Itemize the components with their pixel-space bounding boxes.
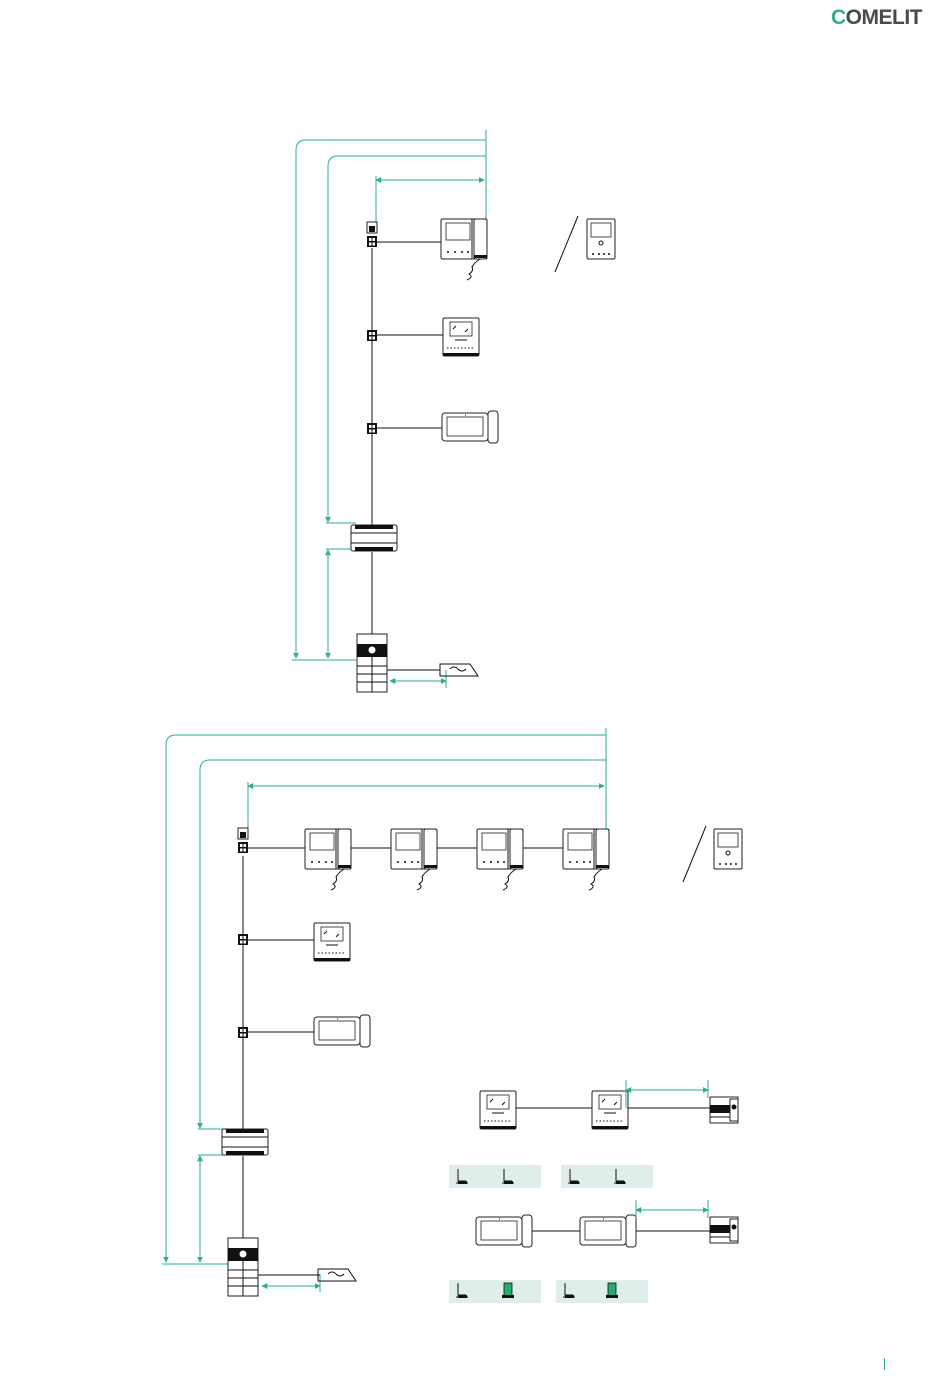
- touch-monitor: [314, 1015, 370, 1047]
- inset-touch: [449, 1200, 738, 1303]
- handset-monitor: [441, 219, 487, 280]
- inset-hands-free: [449, 1080, 738, 1188]
- mounting-option-box: [449, 1280, 541, 1303]
- entrance-panel: [228, 1238, 258, 1296]
- riser-connector: [367, 330, 377, 341]
- top-diagram: [292, 130, 615, 692]
- mounting-option-box: [449, 1165, 541, 1188]
- riser-connector: [367, 236, 377, 247]
- riser-connector: [238, 1027, 248, 1038]
- mounting-option-box: [561, 1165, 653, 1188]
- distance-line-2: [200, 760, 606, 1128]
- riser-connector: [238, 828, 248, 839]
- power-supply: [222, 1129, 268, 1155]
- hands-free-monitor: [314, 923, 350, 961]
- touch-monitor: [442, 411, 498, 443]
- alternative-monitor: [714, 829, 742, 869]
- riser-connector: [367, 222, 377, 233]
- hands-free-monitor: [443, 318, 479, 356]
- riser-connector: [238, 842, 248, 853]
- bottom-diagram: [162, 728, 742, 1296]
- entrance-panel: [357, 634, 387, 692]
- bracket-green-icon: [606, 1283, 618, 1298]
- handset-monitor: [477, 829, 523, 890]
- hands-free-monitor: [592, 1091, 628, 1129]
- riser-connector: [367, 423, 377, 434]
- mounting-option-box: [556, 1280, 648, 1303]
- distance-line-1: [296, 140, 486, 658]
- alternative-monitor: [587, 219, 615, 259]
- bracket-green-icon: [502, 1283, 514, 1298]
- handset-monitor: [563, 829, 609, 890]
- terminal-device: [710, 1217, 738, 1243]
- alternative-divider: [683, 826, 706, 882]
- riser-connector: [238, 934, 248, 945]
- alternative-divider: [555, 216, 578, 272]
- hands-free-monitor: [480, 1091, 516, 1129]
- power-supply: [351, 525, 397, 551]
- touch-monitor: [580, 1215, 636, 1247]
- touch-monitor: [476, 1215, 532, 1247]
- handset-monitor: [305, 829, 351, 890]
- terminal-device: [710, 1097, 738, 1123]
- lock-symbol: [318, 1269, 356, 1281]
- handset-monitor: [391, 829, 437, 890]
